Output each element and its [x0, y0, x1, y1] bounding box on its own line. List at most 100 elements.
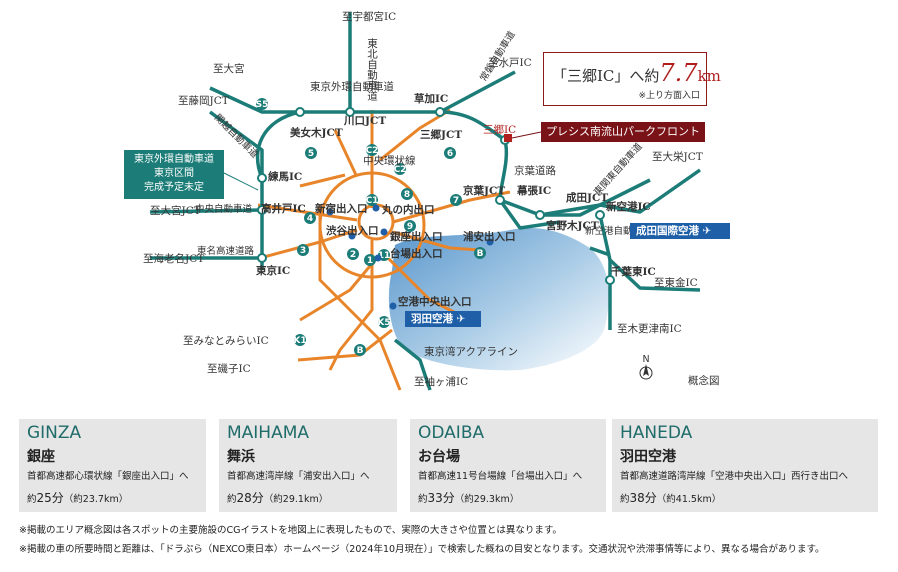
time-distance: （約29.3km） — [454, 494, 520, 505]
footnotes: ※掲載のエリア概念図は各スポットの主要施設のCGイラストを地図上に表現したもので… — [19, 521, 825, 559]
label-isogo-ic: 至磯子IC — [207, 362, 251, 375]
card-route: 首都高速11号台場線「台場出入口」へ — [418, 471, 583, 482]
badge-s5: S5 — [256, 100, 269, 110]
time-distance: （約23.7km） — [63, 494, 129, 505]
distance-callout: 「三郷IC」へ約7.7km ※上り方面入口 — [543, 52, 721, 106]
time-distance: （約29.1km） — [263, 494, 329, 505]
badge-7: 7 — [453, 196, 459, 206]
label-minatomirai-ic: 至みなとみらいIC — [183, 335, 269, 347]
label-concept: 概念図 — [688, 374, 720, 387]
north-arrow-icon: N — [639, 354, 653, 380]
haneda-airport-label: 羽田空港 — [411, 313, 453, 325]
outer-note-line-3: 完成予定未定 — [144, 182, 204, 193]
property-leader — [511, 131, 542, 139]
card-route: 首都高速道路湾岸線「空港中央出入口」西行き出口へ — [620, 471, 849, 482]
badge-1: 1 — [367, 256, 373, 266]
label-takaido-ic: 高井戸IC — [261, 202, 306, 215]
badge-k1: K1 — [293, 336, 306, 346]
label-haneda-exit: 空港中央出入口 — [398, 295, 472, 308]
callout-main: 「三郷IC」へ約7.7km — [552, 59, 721, 87]
label-tomei-expwy: 東名高速道路 — [197, 245, 255, 257]
badge-2: 2 — [350, 250, 356, 260]
label-miyanogi-jct: 宮野木JCT — [546, 219, 599, 232]
label-narita-jct: 成田JCT — [566, 191, 608, 204]
callout-text: 「三郷IC」へ約 — [552, 67, 660, 85]
time-minutes: 28分 — [236, 491, 264, 505]
label-aqualine: 東京湾アクアライン — [424, 345, 518, 358]
outer-note-line-1: 東京外環自動車道 — [134, 154, 214, 165]
label-chuo-expwy: 中央自動車道 — [195, 203, 253, 215]
label-ohtaka-jct: 至大栄JCT — [652, 150, 703, 163]
outer-ring-note: 東京外環自動車道 東京区間 完成予定未定 — [124, 150, 224, 199]
label-marunouchi-exit: 丸の内出口 — [381, 203, 435, 216]
time-prefix: 約 — [227, 494, 237, 505]
tokyo-bay — [388, 228, 609, 371]
outer-note-line-2: 東京区間 — [154, 168, 194, 179]
card-title-en: HANEDA — [620, 423, 693, 443]
label-togane-ic: 至東金IC — [654, 276, 698, 289]
label-urayasu-exit: 浦安出入口 — [463, 230, 516, 243]
plane-icon: ✈ — [702, 225, 712, 237]
narita-airport-label: 成田国際空港 — [636, 225, 699, 237]
label-kawaguchi-jct: 川口JCT — [343, 115, 386, 127]
label-shibuya-exit: 渋谷出入口 — [326, 224, 379, 237]
badge-9: 9 — [407, 222, 413, 232]
label-makuhari-ic: 幕張IC — [516, 184, 551, 197]
label-sodegaura-ic: 至袖ヶ浦IC — [414, 375, 468, 388]
card-odaiba: ODAIBA お台場 首都高速11号台場線「台場出入口」へ 約33分（約29.3… — [410, 419, 606, 512]
plane-icon: ✈ — [456, 313, 466, 325]
label-kisarazu-ic: 至木更津南IC — [617, 322, 682, 335]
label-mito-ic: 至水戸IC — [488, 57, 532, 69]
badge-c1: C1 — [366, 196, 379, 206]
time-minutes: 38分 — [629, 491, 657, 505]
label-tokyo-ic: 東京IC — [256, 264, 290, 277]
badge-c2-top: C2 — [366, 146, 379, 156]
footnote-1: ※掲載のエリア概念図は各スポットの主要施設のCGイラストを地図上に表現したもので… — [19, 525, 562, 536]
svg-text:N: N — [642, 354, 649, 365]
card-title-en: GINZA — [27, 423, 82, 443]
card-time: 約38分（約41.5km） — [620, 489, 721, 506]
label-utsunomiya-ic: 至宇都宮IC — [342, 10, 396, 23]
card-haneda: HANEDA 羽田空港 首都高速道路湾岸線「空港中央出入口」西行き出口へ 約38… — [612, 419, 878, 512]
badge-8: 8 — [404, 190, 410, 200]
card-title-ja: お台場 — [418, 449, 460, 465]
card-route: 首都高速都心環状線「銀座出入口」へ — [27, 471, 189, 482]
label-keiyo-road: 京葉道路 — [514, 164, 556, 177]
label-okura-jct: 至大宮JCT — [150, 204, 201, 217]
card-ginza: GINZA 銀座 首都高速都心環状線「銀座出入口」へ 約25分（約23.7km） — [19, 419, 206, 512]
label-shinjuku-exit: 新宿出入口 — [315, 202, 368, 215]
route-map: C2 5 6 7 4 3 2 1 9 8 C1 C2 11 B B K1 K5 … — [124, 10, 730, 391]
time-minutes: 25分 — [36, 491, 64, 505]
callout-unit: km — [697, 67, 721, 85]
narita-airport-badge: 成田国際空港 ✈ — [630, 223, 730, 239]
callout-value: 7.7 — [659, 59, 698, 87]
label-shinkuko-ic: 新空港IC — [606, 200, 651, 213]
label-soka-ic: 草加IC — [414, 92, 448, 105]
junction-dots — [257, 107, 615, 285]
label-bijogi-jct: 美女木JCT — [290, 126, 343, 139]
label-nerima-ic: 練馬IC — [268, 170, 302, 183]
footnote-2: ※掲載の車の所要時間と距離は、「ドラぷら（NEXCO東日本）ホームページ（202… — [19, 544, 825, 555]
outer-note-leader — [223, 172, 259, 191]
label-chuo-kanjo: 中央環状線 — [363, 154, 416, 167]
card-maihama: MAIHAMA 舞浜 首都高速湾岸線「浦安出入口」へ 約28分（約29.1km） — [219, 419, 397, 512]
time-distance: （約41.5km） — [656, 494, 722, 505]
badge-c2-east: C2 — [394, 165, 407, 175]
exit-dots — [326, 204, 494, 310]
label-ebina-jct: 至海老名JCT — [143, 252, 204, 265]
map-canvas: C2 5 6 7 4 3 2 1 9 8 C1 C2 11 B B K1 K5 … — [143, 10, 720, 391]
label-omiya: 至大宮 — [213, 62, 245, 75]
label-misato-ic: 三郷IC — [483, 123, 516, 136]
badge-b-south: B — [357, 346, 364, 356]
time-minutes: 33分 — [427, 491, 455, 505]
badge-6: 6 — [447, 149, 453, 159]
badge-11: 11 — [378, 251, 391, 261]
card-title-en: ODAIBA — [418, 423, 485, 443]
callout-note: ※上り方面入口 — [638, 91, 700, 101]
badge-4: 4 — [307, 214, 313, 224]
label-fujioka-jct: 至藤岡JCT — [178, 95, 229, 107]
badge-5: 5 — [308, 149, 314, 159]
label-chiba-ic: 千葉東IC — [611, 265, 656, 278]
card-title-en: MAIHAMA — [227, 423, 310, 443]
time-prefix: 約 — [27, 494, 37, 505]
